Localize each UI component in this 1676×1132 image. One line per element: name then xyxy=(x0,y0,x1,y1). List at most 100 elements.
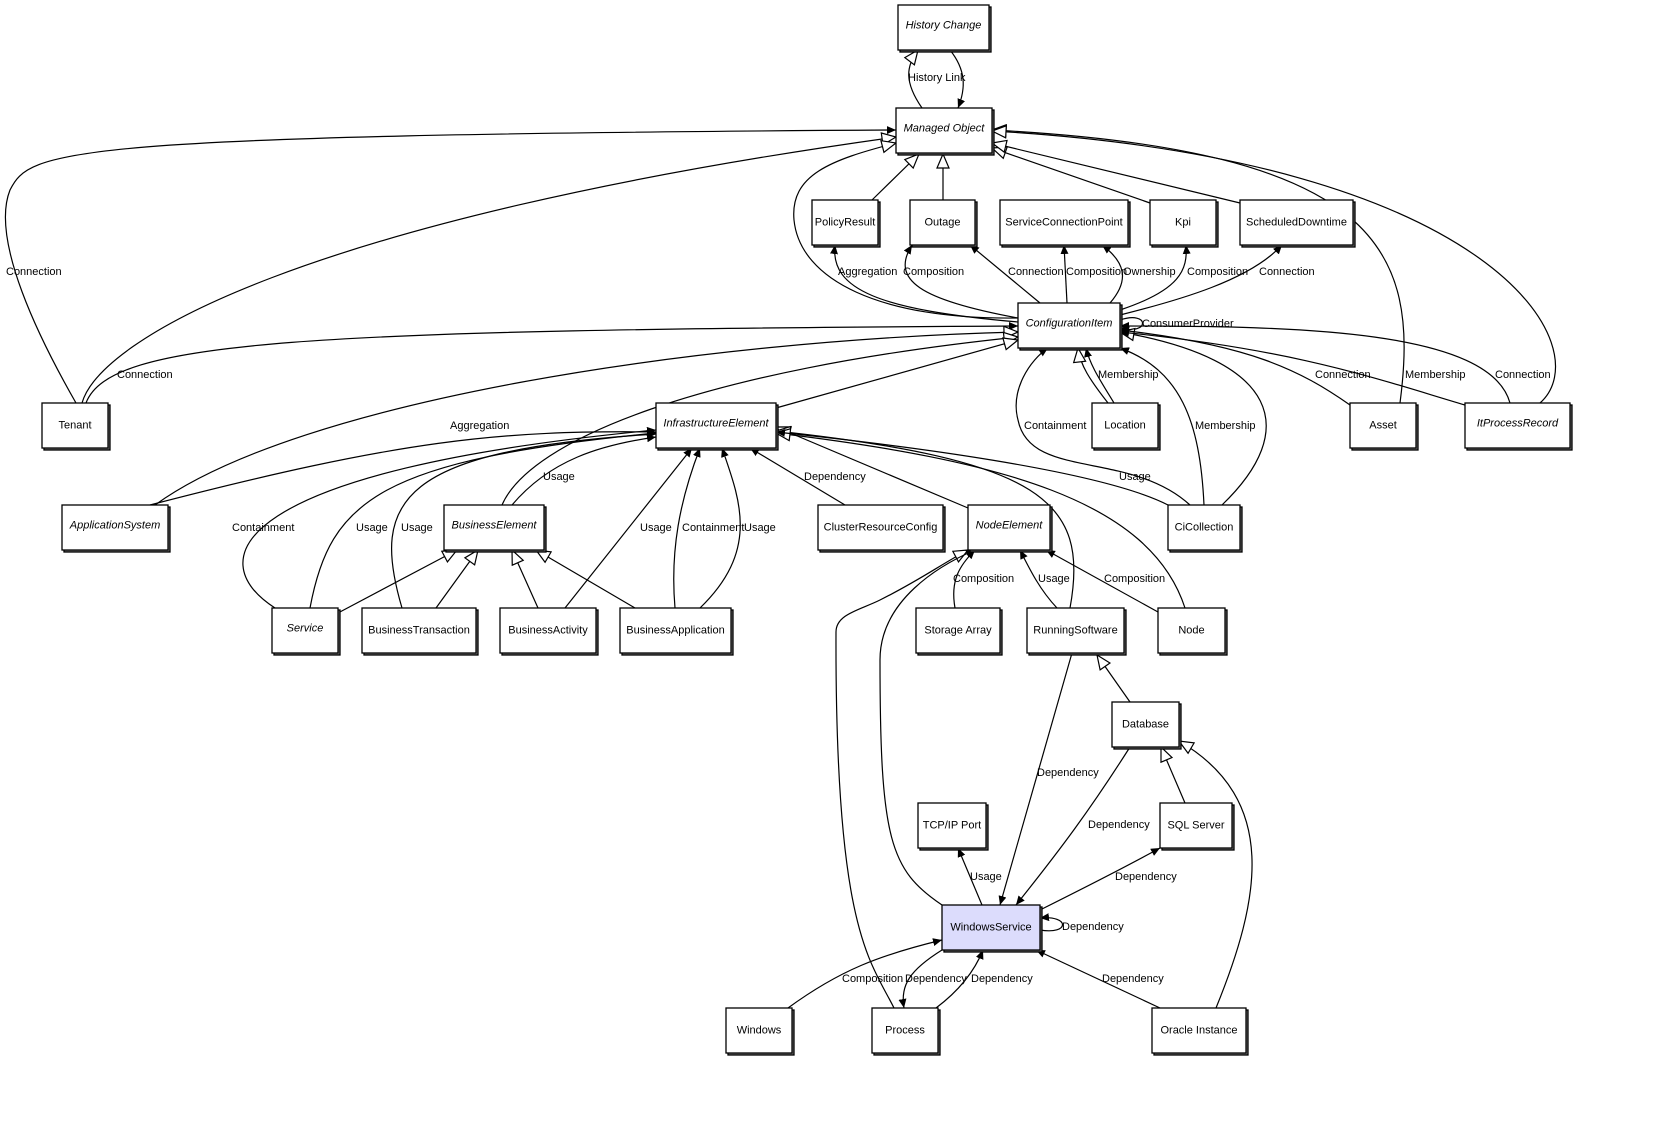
edge-label: Usage xyxy=(543,471,575,483)
node-box[interactable] xyxy=(499,607,597,654)
node-asset[interactable]: Asset xyxy=(1349,402,1419,451)
association-connector xyxy=(775,428,1169,506)
node-box[interactable] xyxy=(1111,701,1180,748)
node-box[interactable] xyxy=(61,504,169,551)
inheritance-connector xyxy=(776,433,1186,609)
node-box[interactable] xyxy=(271,607,339,654)
node-database[interactable]: Database xyxy=(1111,701,1182,750)
node-managed-object[interactable]: Managed Object xyxy=(895,107,995,156)
node-label: BusinessActivity xyxy=(508,624,588,636)
node-box[interactable] xyxy=(1159,802,1233,849)
node-windows[interactable]: Windows xyxy=(725,1007,795,1056)
association-connector xyxy=(1119,244,1191,311)
edge-database-to-running-software xyxy=(1097,655,1131,703)
node-box[interactable] xyxy=(871,1007,939,1054)
node-cluster-resource-config[interactable]: ClusterResourceConfig xyxy=(817,504,946,553)
node-box[interactable] xyxy=(655,402,777,449)
node-box[interactable] xyxy=(1349,402,1417,449)
edge-location-to-configuration-item xyxy=(1084,347,1115,404)
node-box[interactable] xyxy=(967,504,1051,551)
node-box[interactable] xyxy=(1239,199,1354,246)
node-outage[interactable]: Outage xyxy=(909,199,978,248)
node-ci-collection[interactable]: CiCollection xyxy=(1167,504,1243,553)
node-box[interactable] xyxy=(811,199,879,246)
node-box[interactable] xyxy=(909,199,976,246)
node-sql-server[interactable]: SQL Server xyxy=(1159,802,1235,851)
node-service-connection-point[interactable]: ServiceConnectionPoint xyxy=(999,199,1131,248)
node-oracle-instance[interactable]: Oracle Instance xyxy=(1151,1007,1249,1056)
edge-business-element-to-infrastructure-element xyxy=(511,434,657,506)
node-box[interactable] xyxy=(1167,504,1241,551)
edge-it-process-record-to-configuration-item xyxy=(1119,328,1466,406)
node-box[interactable] xyxy=(917,802,987,849)
node-label: Oracle Instance xyxy=(1160,1024,1237,1036)
node-box[interactable] xyxy=(41,402,109,449)
association-connector xyxy=(1015,347,1191,506)
node-it-process-record[interactable]: ItProcessRecord xyxy=(1464,402,1573,451)
node-infrastructure-element[interactable]: InfrastructureElement xyxy=(655,402,779,451)
node-tenant[interactable]: Tenant xyxy=(41,402,111,451)
edge-windows-service-to-tcp-ip-port xyxy=(957,847,983,906)
node-box[interactable] xyxy=(817,504,944,551)
node-label: RunningSoftware xyxy=(1033,624,1117,636)
node-policy-result[interactable]: PolicyResult xyxy=(811,199,881,248)
node-box[interactable] xyxy=(1091,402,1159,449)
node-label: ScheduledDowntime xyxy=(1246,216,1347,228)
node-box[interactable] xyxy=(725,1007,793,1054)
node-box[interactable] xyxy=(999,199,1129,246)
node-box[interactable] xyxy=(897,4,990,51)
node-business-activity[interactable]: BusinessActivity xyxy=(499,607,599,656)
node-box[interactable] xyxy=(1026,607,1125,654)
node-label: Storage Array xyxy=(924,624,992,636)
node-process[interactable]: Process xyxy=(871,1007,941,1056)
node-scheduled-downtime[interactable]: ScheduledDowntime xyxy=(1239,199,1356,248)
edge-windows-service-to-windows-service xyxy=(1039,913,1063,932)
edge-sql-server-to-database xyxy=(1161,747,1186,804)
association-connector xyxy=(85,322,1019,404)
edge-label: Dependency xyxy=(1062,921,1124,933)
node-history-change[interactable]: History Change xyxy=(897,4,992,53)
node-business-element[interactable]: BusinessElement xyxy=(443,504,547,553)
node-tcp-ip-port[interactable]: TCP/IP Port xyxy=(917,802,989,851)
edge-label: Dependency xyxy=(1115,871,1177,883)
node-location[interactable]: Location xyxy=(1091,402,1161,451)
association-connector xyxy=(1119,244,1283,316)
node-service[interactable]: Service xyxy=(271,607,341,656)
node-box[interactable] xyxy=(915,607,1001,654)
edge-label: Dependency xyxy=(1037,767,1099,779)
node-box[interactable] xyxy=(619,607,732,654)
node-application-system[interactable]: ApplicationSystem xyxy=(61,504,171,553)
edge-label: Containment xyxy=(682,522,744,534)
edge-windows-service-to-node-element xyxy=(879,549,976,906)
edge-database-to-windows-service xyxy=(1015,746,1131,906)
node-box[interactable] xyxy=(1151,1007,1247,1054)
node-box[interactable] xyxy=(1464,402,1571,449)
edge-tenant-to-managed-object xyxy=(4,126,897,404)
node-box[interactable] xyxy=(443,504,545,551)
node-box[interactable] xyxy=(895,107,993,154)
node-node-element[interactable]: NodeElement xyxy=(967,504,1053,553)
node-business-transaction[interactable]: BusinessTransaction xyxy=(361,607,479,656)
node-node[interactable]: Node xyxy=(1157,607,1228,656)
node-running-software[interactable]: RunningSoftware xyxy=(1026,607,1127,656)
node-storage-array[interactable]: Storage Array xyxy=(915,607,1003,656)
node-box[interactable] xyxy=(941,904,1041,951)
edge-label: Connection xyxy=(1495,369,1551,381)
association-connector xyxy=(1119,327,1351,406)
association-connector xyxy=(1035,949,1161,1009)
node-business-application[interactable]: BusinessApplication xyxy=(619,607,734,656)
inheritance-connector xyxy=(776,431,1075,609)
inheritance-connector xyxy=(775,340,1018,409)
association-connector xyxy=(673,447,701,609)
node-box[interactable] xyxy=(361,607,477,654)
node-box[interactable] xyxy=(1017,302,1121,349)
node-kpi[interactable]: Kpi xyxy=(1149,199,1219,248)
inheritance-connector xyxy=(835,550,968,1009)
node-label: BusinessTransaction xyxy=(368,624,470,636)
node-windows-service[interactable]: WindowsService xyxy=(941,904,1043,953)
node-box[interactable] xyxy=(1149,199,1217,246)
edge-label: Membership xyxy=(1405,369,1466,381)
node-box[interactable] xyxy=(1157,607,1226,654)
node-configuration-item[interactable]: ConfigurationItem xyxy=(1017,302,1123,351)
edge-label: Usage xyxy=(640,522,672,534)
